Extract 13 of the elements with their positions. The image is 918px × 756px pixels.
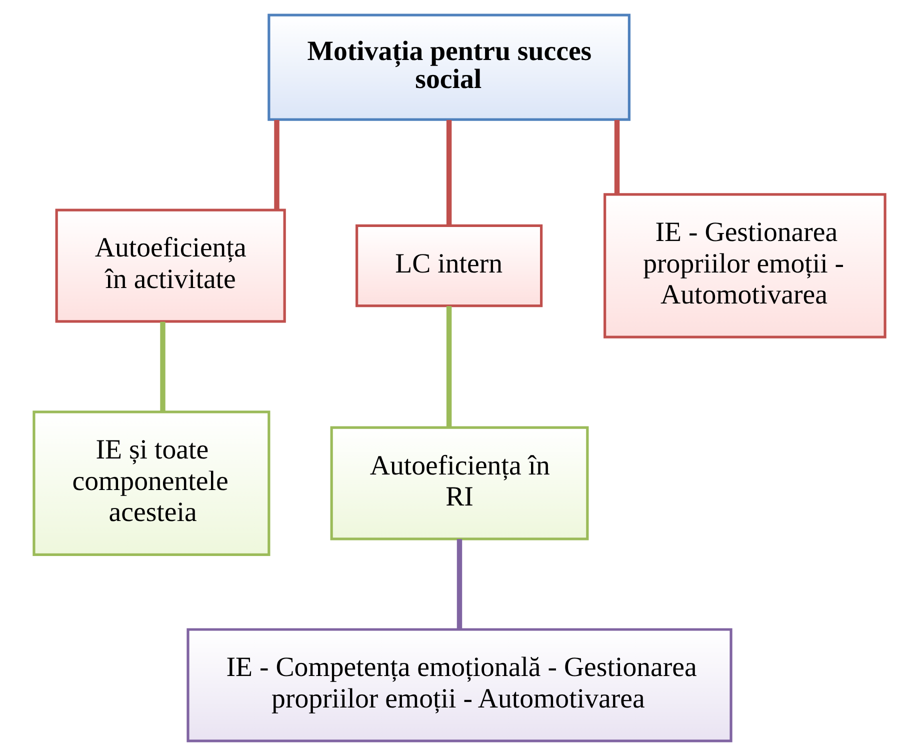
node-box: IE și toate componentele acesteia (32, 410, 270, 556)
connector (274, 120, 279, 210)
node-box: Autoeficiența în RI (330, 426, 588, 540)
connector (446, 306, 452, 428)
node-box: IE - Competența emoțională - Gestionarea propriilor emoții - Automotivarea (186, 628, 732, 742)
connector (160, 322, 165, 412)
node-box: LC intern (355, 224, 542, 308)
node-box: Autoeficiența în activitate (54, 208, 286, 323)
node-box: Motivația pentru succes social (267, 14, 630, 121)
connector (446, 120, 452, 226)
node-box: IE - Gestionarea propriilor emoții - Automotivarea (603, 193, 886, 338)
connector (614, 120, 620, 194)
connector (456, 539, 462, 629)
